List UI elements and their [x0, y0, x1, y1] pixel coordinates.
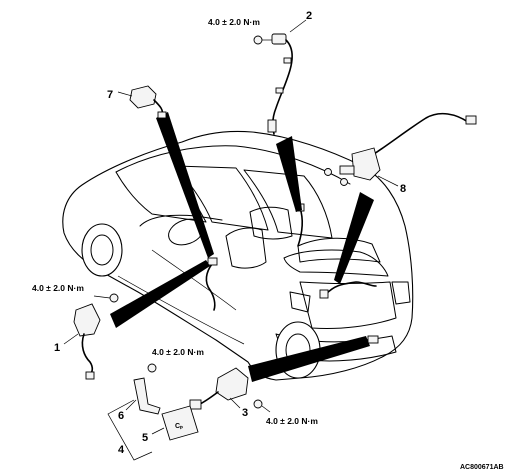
wedge-part2 — [276, 136, 302, 212]
part1-bolt-leader — [93, 295, 111, 299]
vehicle-illustration — [62, 130, 414, 381]
part6-bolt — [147, 363, 157, 373]
callout-8: 8 — [400, 183, 406, 195]
part6-leader — [125, 399, 137, 411]
part7-body — [129, 85, 157, 109]
callout-1: 1 — [54, 342, 60, 354]
sill-line — [117, 275, 245, 345]
rear-bumper-connector — [367, 335, 379, 344]
wedge-part7 — [156, 112, 214, 258]
part8-end-plug — [465, 115, 477, 125]
wedge-part1 — [110, 260, 210, 328]
rear-lamp-left — [289, 291, 311, 313]
pointer-wedges — [110, 112, 374, 382]
part6-bracket — [133, 377, 161, 415]
part3-bolt-leader — [261, 405, 271, 413]
part2-bolt — [253, 35, 263, 45]
part1-leader — [63, 333, 79, 345]
part3-plug — [189, 399, 202, 410]
part-8-sensor — [324, 112, 477, 187]
parts-4-5-6-unit: Cₚ — [107, 363, 199, 461]
callout-2: 2 — [306, 10, 312, 22]
part3-harness — [199, 391, 219, 405]
part3-bolt — [253, 399, 263, 409]
part2-bracket — [271, 33, 287, 45]
callout-7: 7 — [107, 89, 113, 101]
torque-label-part2: 4.0 ± 2.0 N·m — [208, 17, 260, 27]
rear-seat — [249, 206, 293, 240]
callout-4: 4 — [118, 444, 125, 456]
rear-harness — [325, 281, 377, 295]
torque-label-part1: 4.0 ± 2.0 N·m — [32, 283, 84, 293]
part2-clip-b — [275, 87, 284, 94]
part8-bolt-b — [340, 178, 348, 186]
front-wheel-hub — [90, 234, 114, 266]
rear-hatch-glass — [283, 249, 389, 277]
roof-line — [115, 145, 351, 185]
front-wheel — [81, 223, 123, 277]
part-3-sensor — [189, 367, 271, 413]
rear-connector — [319, 289, 329, 299]
part5-module — [161, 405, 199, 441]
part4-group-bracket — [107, 399, 153, 461]
part-2-curtain-sensor — [253, 19, 307, 135]
part5-marking: Cₚ — [175, 423, 183, 430]
part7-leader — [117, 91, 133, 97]
drawing-code: AC800671AB — [460, 464, 504, 471]
part8-bolt-a — [324, 168, 332, 176]
part3-body — [215, 367, 249, 401]
part-7-sensor — [117, 85, 167, 119]
rear-lamp-right — [391, 281, 411, 305]
part5-leader — [151, 427, 165, 435]
side-connector — [207, 257, 218, 266]
part8-leader — [377, 175, 399, 187]
wedge-part3 — [248, 336, 370, 382]
side-impact-harness — [205, 263, 216, 311]
callout-5: 5 — [142, 432, 148, 444]
tailgate — [299, 281, 397, 329]
front-seat — [225, 227, 267, 269]
part2-plug — [267, 119, 277, 133]
callout-6: 6 — [118, 410, 124, 422]
part8-bracket — [339, 165, 355, 175]
door-line — [151, 249, 237, 311]
part2-clip-a — [283, 57, 292, 64]
torque-label-part3: 4.0 ± 2.0 N·m — [266, 416, 318, 426]
part7-plug — [157, 111, 167, 119]
part3-leader — [229, 397, 241, 409]
part-1-sensor — [63, 293, 119, 380]
rear-window — [297, 237, 381, 263]
torque-label-part6: 4.0 ± 2.0 N·m — [152, 347, 204, 357]
part1-harness — [81, 333, 94, 377]
wedge-part8 — [334, 192, 374, 284]
part1-body — [73, 303, 101, 337]
part8-harness — [373, 112, 469, 155]
part1-plug — [85, 371, 95, 380]
labels: 4.0 ± 2.0 N·m 4.0 ± 2.0 N·m 4.0 ± 2.0 N·… — [32, 10, 504, 471]
callout-3: 3 — [242, 407, 248, 419]
part2-leader — [289, 19, 307, 33]
part1-bolt — [109, 293, 119, 303]
